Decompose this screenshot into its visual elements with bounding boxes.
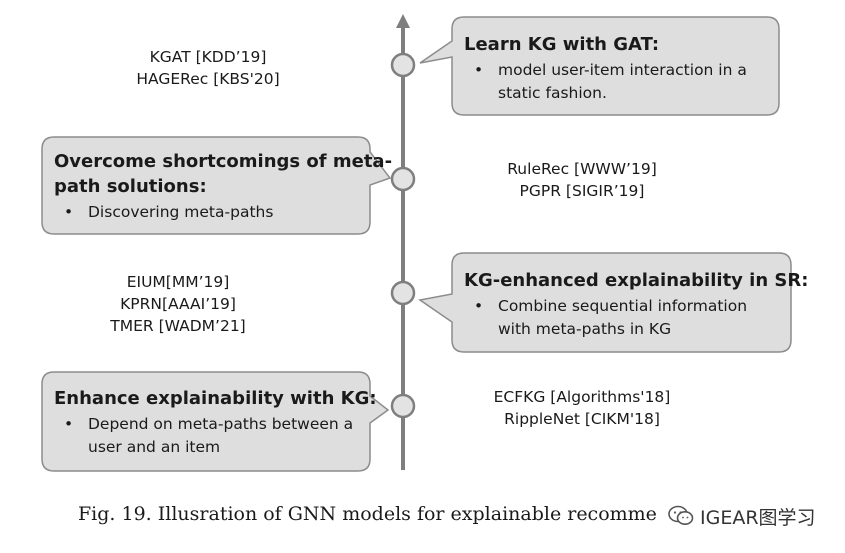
box-bullets: • model user-item interaction in a stati… xyxy=(464,59,747,105)
box-bullets: • Depend on meta-paths between a user an… xyxy=(54,413,377,459)
bullet-glyph: • xyxy=(64,203,74,221)
timeline-node xyxy=(390,393,416,419)
reference-group: ECFKG [Algorithms'18] RippleNet [CIKM'18… xyxy=(472,386,692,430)
box-bullets: • Combine sequential information with me… xyxy=(464,295,808,341)
bullet-item: • model user-item interaction in a stati… xyxy=(464,59,747,105)
bullet-line: Combine sequential information xyxy=(498,297,748,315)
callout-box-gat xyxy=(419,16,780,116)
wechat-icon xyxy=(668,505,694,525)
bullet-line: static fashion. xyxy=(498,84,607,102)
bullet-line: user and an item xyxy=(88,438,221,456)
bullet-glyph: • xyxy=(474,61,484,79)
box-title: KG-enhanced explainability in SR: xyxy=(464,270,809,291)
reference-group: EIUM[MM’19] KPRN[AAAI’19] TMER [WADM’21] xyxy=(78,271,278,337)
watermark: IGEAR图学习 xyxy=(668,500,828,532)
reference-group: RuleRec [WWW’19] PGPR [SIGIR’19] xyxy=(482,158,682,202)
bullet-glyph: • xyxy=(64,415,74,433)
timeline-node xyxy=(390,52,416,78)
reference-group: KGAT [KDD’19] HAGERec [KBS'20] xyxy=(108,46,308,90)
bullet-line: with meta-paths in KG xyxy=(498,320,672,338)
watermark-text: IGEAR图学习 xyxy=(700,506,816,529)
reference: KGAT [KDD’19] xyxy=(149,48,267,66)
callout-box-meta-path xyxy=(41,136,392,235)
bullet-line: model user-item interaction in a xyxy=(498,61,747,79)
bullet-item: • Discovering meta-paths xyxy=(54,201,392,224)
reference: EIUM[MM’19] xyxy=(126,273,230,291)
bullet-glyph: • xyxy=(474,297,484,315)
box-title: Enhance explainability with KG: xyxy=(54,388,377,409)
bullet-item: • Combine sequential information with me… xyxy=(464,295,808,341)
box-bullets: • Discovering meta-paths xyxy=(54,201,392,224)
timeline-node xyxy=(390,280,416,306)
box-title: Learn KG with GAT: xyxy=(464,34,660,55)
timeline-arrowhead xyxy=(396,14,410,28)
callout-box-sr xyxy=(418,252,792,353)
reference: ECFKG [Algorithms'18] xyxy=(493,388,671,406)
box-title: Overcome shortcomings of meta- xyxy=(54,151,393,172)
reference: PGPR [SIGIR’19] xyxy=(519,182,645,200)
reference: HAGERec [KBS'20] xyxy=(136,70,280,88)
bullet-line: Depend on meta-paths between a xyxy=(88,415,354,433)
reference: KPRN[AAAI’19] xyxy=(120,295,236,313)
reference: RippleNet [CIKM'18] xyxy=(504,410,660,428)
box-title: path solutions: xyxy=(54,176,207,197)
reference: TMER [WADM’21] xyxy=(110,317,246,335)
box-meta-path: Overcome shortcomings of meta- path solu… xyxy=(54,149,392,224)
bullet-line: Discovering meta-paths xyxy=(88,203,274,221)
box-gat: Learn KG with GAT: • model user-item int… xyxy=(464,32,747,105)
reference: RuleRec [WWW’19] xyxy=(507,160,657,178)
timeline-node xyxy=(390,166,416,192)
box-sr: KG-enhanced explainability in SR: • Comb… xyxy=(464,268,808,341)
figure-caption: Fig. 19. Illusration of GNN models for e… xyxy=(78,503,657,525)
box-enhance: Enhance explainability with KG: • Depend… xyxy=(54,386,377,459)
callout-box-enhance xyxy=(41,371,390,472)
bullet-item: • Depend on meta-paths between a user an… xyxy=(54,413,377,459)
